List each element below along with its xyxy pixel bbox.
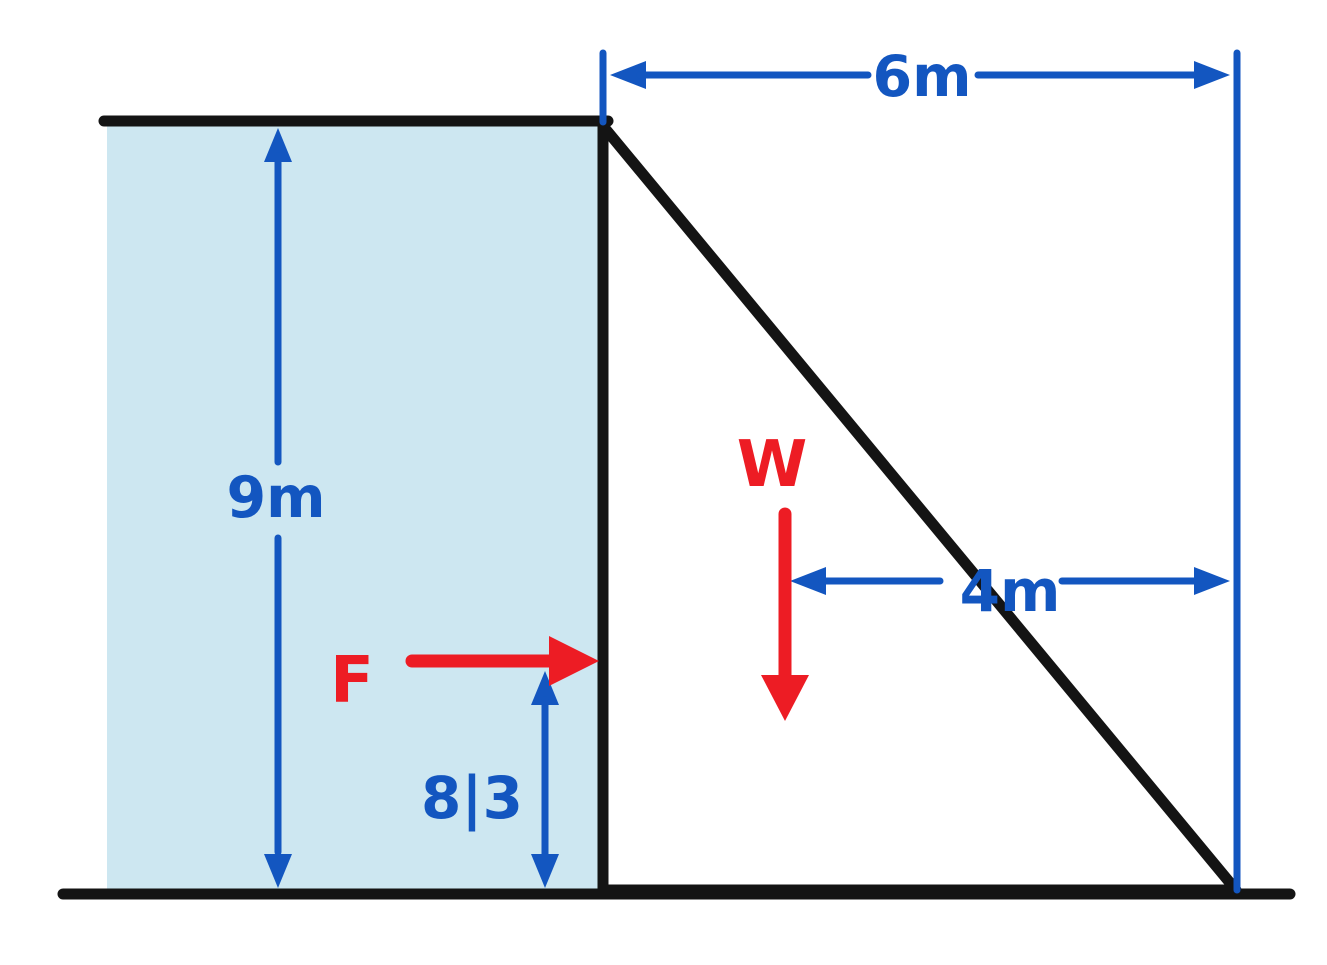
hydrostatic-force-arrow: F: [330, 636, 599, 718]
dam-triangle: [597, 120, 1242, 896]
dam-top-width-label: 6m: [872, 44, 971, 110]
arrowhead-down-icon: [531, 854, 559, 888]
arrowhead-right-icon: [1194, 61, 1230, 89]
dimension-force-height: 8|3: [421, 671, 559, 888]
arrowhead-up-icon: [264, 128, 292, 162]
arrowhead-up-icon: [531, 671, 559, 705]
arrowhead-left-icon: [790, 567, 826, 595]
arrowhead-down-icon: [761, 675, 809, 721]
arrowhead-down-icon: [264, 854, 292, 888]
dimension-weight-offset: 4m: [790, 557, 1230, 625]
weight-force-arrow: W: [737, 428, 809, 721]
dimension-dam-top-width: 6m: [599, 44, 1241, 894]
water-depth-label: 9m: [226, 465, 325, 531]
hydrostatic-force-label: F: [330, 644, 374, 718]
arrowhead-left-icon: [610, 61, 646, 89]
arrowhead-right-icon: [549, 636, 599, 686]
arrowhead-right-icon: [1194, 567, 1230, 595]
dimension-water-depth: 9m: [226, 128, 326, 888]
weight-offset-label: 4m: [960, 557, 1061, 625]
water-body: [107, 126, 603, 894]
weight-label: W: [737, 428, 808, 502]
force-height-label: 8|3: [421, 764, 523, 832]
